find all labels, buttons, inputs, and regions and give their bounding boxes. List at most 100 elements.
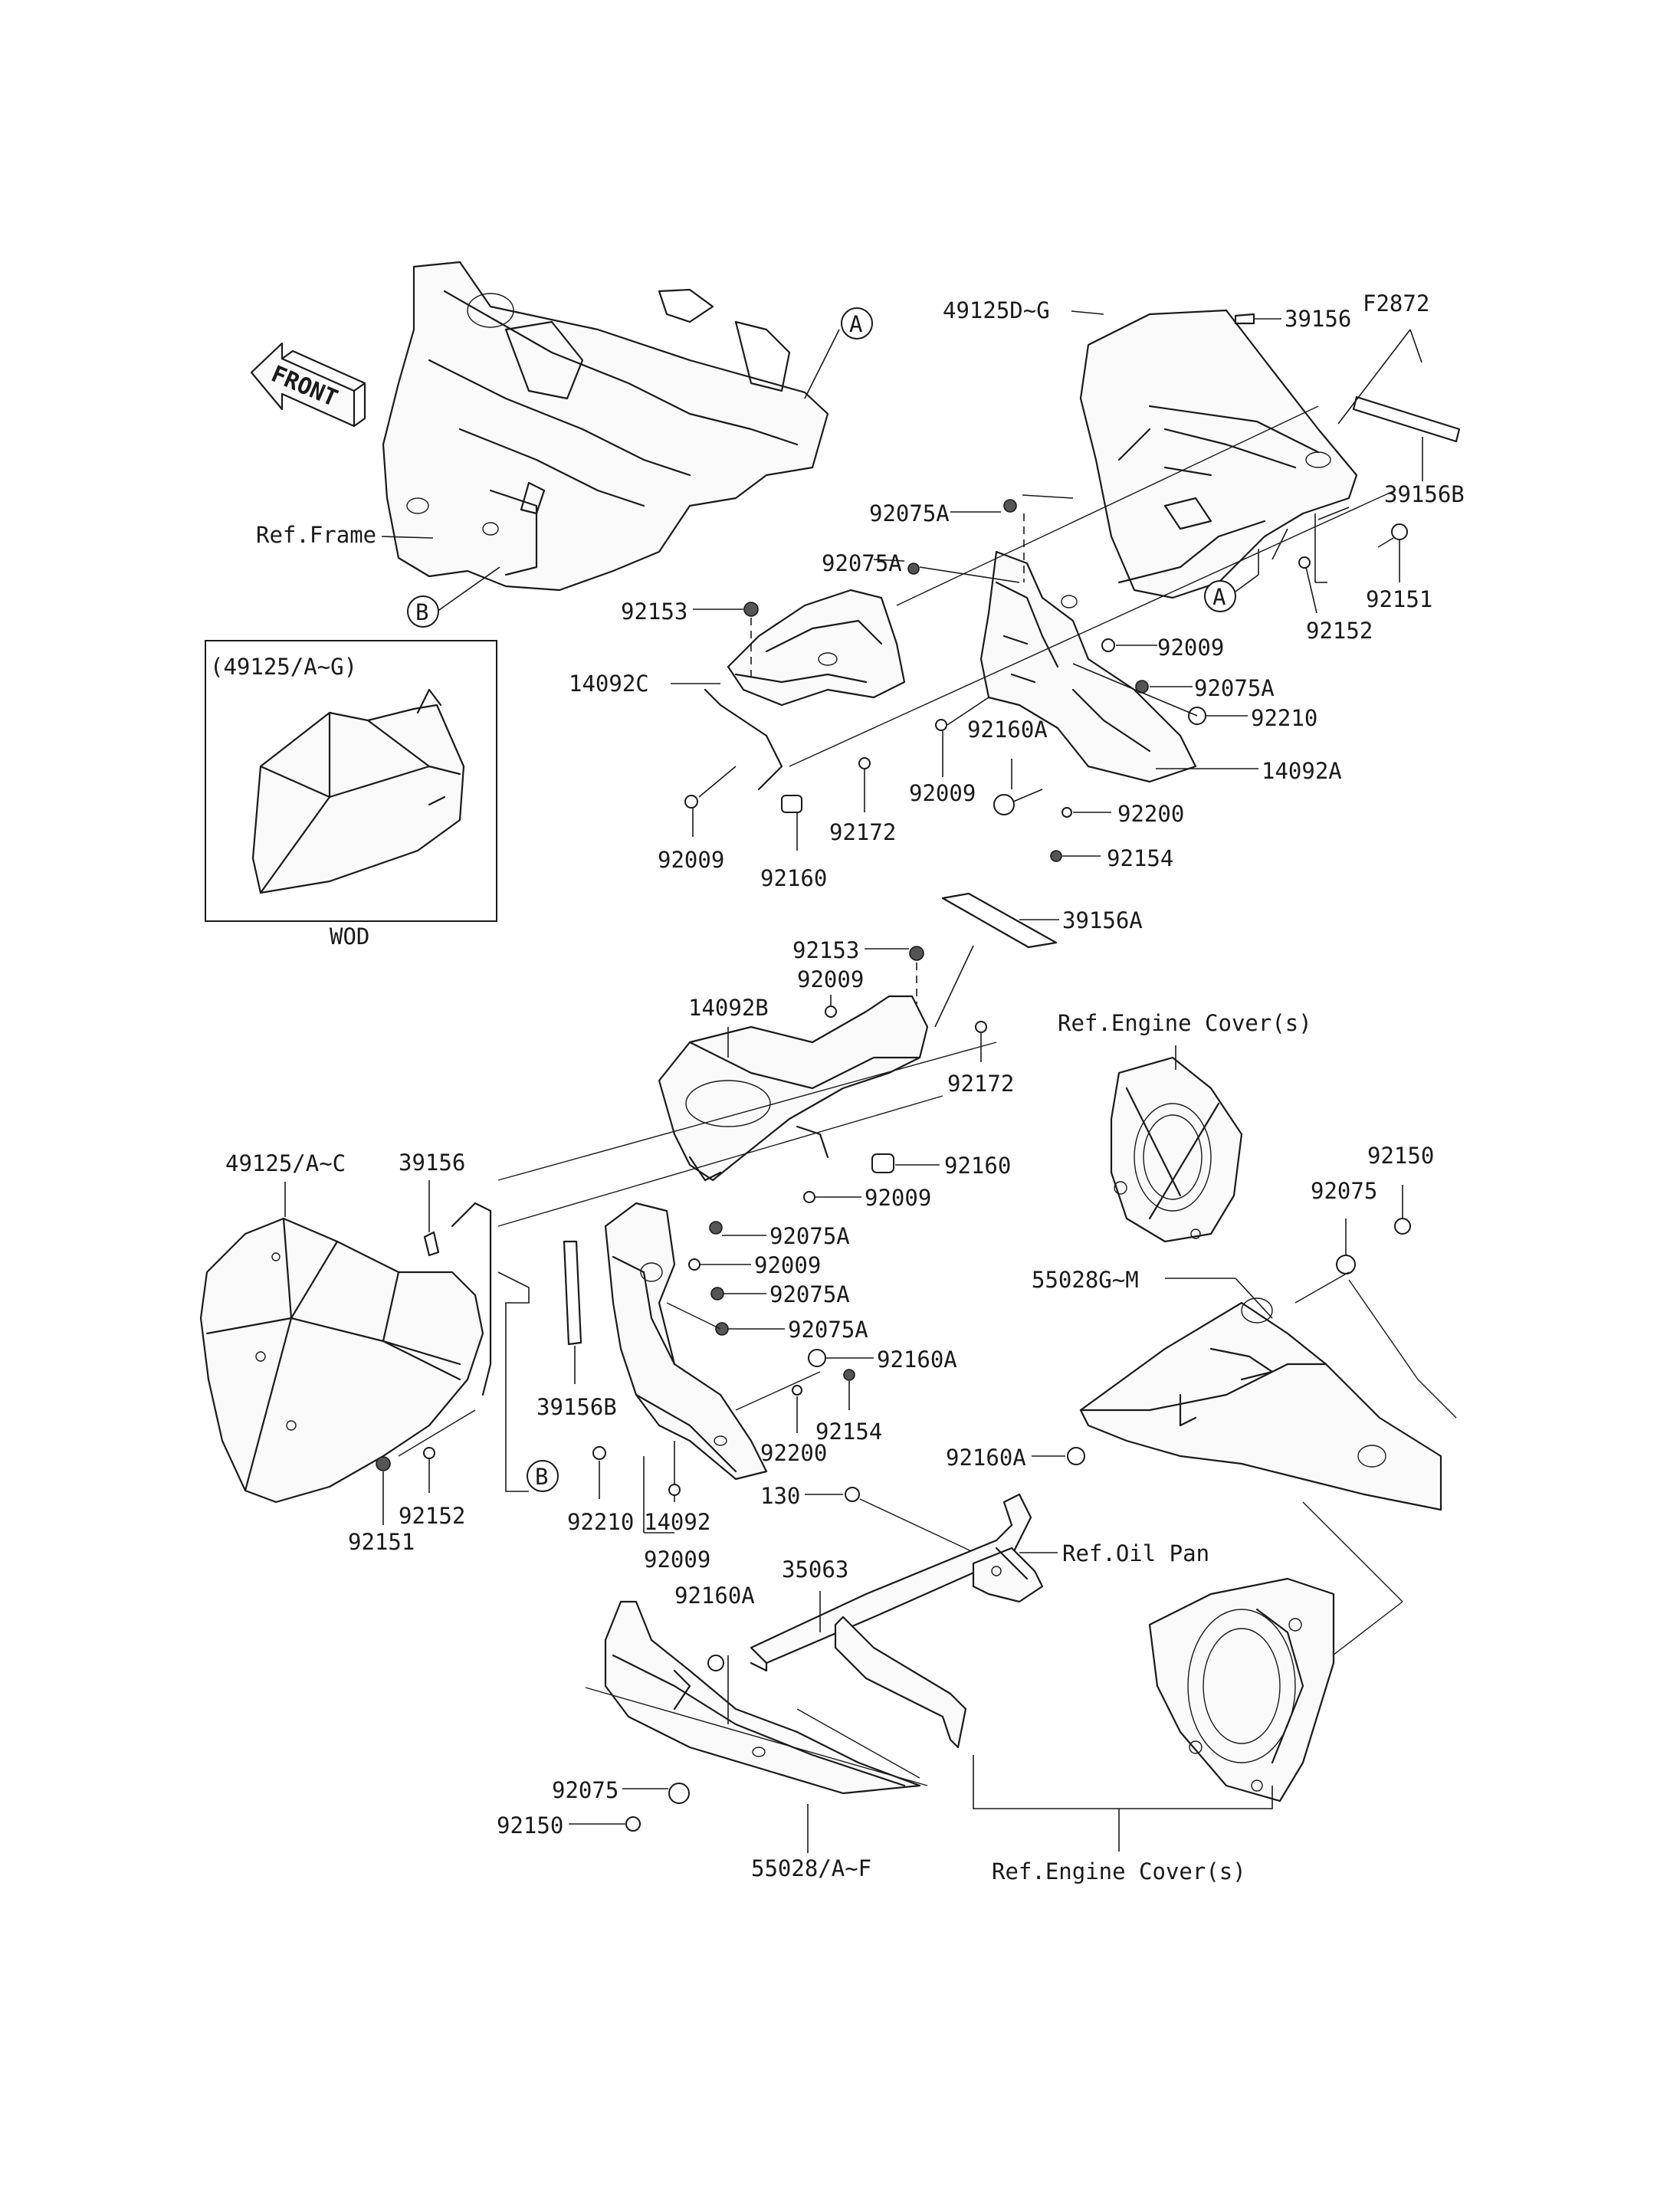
label-92160-mid: 92160: [944, 1153, 1011, 1179]
label-92151-mid: 92151: [348, 1529, 415, 1555]
label-92154-top: 92154: [1107, 845, 1173, 871]
inset-cowl-drawing: [251, 688, 465, 894]
inset-title: (49125/A~G): [210, 654, 357, 680]
label-92153-mid: 92153: [792, 937, 859, 963]
inner-panel-14092-drawing: [604, 1202, 768, 1481]
small-bracket-drawing: [834, 1615, 967, 1749]
washer-92200-mid: [792, 1385, 802, 1396]
label-92075A-6: 92075A: [788, 1317, 868, 1343]
bolt-92009-d: [825, 1005, 837, 1018]
label-92160A-right: 92160A: [946, 1445, 1026, 1471]
label-55028AF: 55028/A~F: [751, 1855, 871, 1881]
label-92075-low: 92075: [552, 1777, 619, 1803]
bolt-92009-c: [684, 795, 698, 809]
label-92009-g: 92009: [644, 1547, 710, 1573]
label-92009-e: 92009: [865, 1185, 931, 1211]
bolt-92151-top: [1391, 523, 1408, 540]
ref-engine-cover-top: Ref.Engine Cover(s): [1058, 1010, 1312, 1036]
grommet-92210-mid: [592, 1446, 606, 1460]
label-14092C: 14092C: [569, 671, 649, 697]
label-92160A-mid: 92160A: [877, 1347, 957, 1373]
grommet-92160A-mid: [808, 1349, 826, 1367]
label-49125DG: 49125D~G: [943, 297, 1050, 323]
label-92075A-5: 92075A: [769, 1281, 850, 1307]
grommet-92160A-top: [993, 794, 1015, 815]
bracket-14092B-drawing: [658, 995, 929, 1182]
marker-a-top-label: A: [849, 311, 862, 337]
label-39156-mid: 39156: [399, 1150, 465, 1176]
label-49125AC: 49125/A~C: [225, 1150, 346, 1176]
label-92210-mid: 92210: [567, 1509, 634, 1535]
ref-oil-pan: Ref.Oil Pan: [1062, 1540, 1209, 1566]
cowl-upper-right-drawing: [1079, 309, 1358, 599]
bolt-92009-e: [803, 1191, 815, 1203]
label-92009-f: 92009: [754, 1252, 821, 1278]
marker-b-mid-label: B: [535, 1464, 548, 1490]
label-92160A-top: 92160A: [967, 717, 1048, 743]
screw-92075A-5: [710, 1287, 724, 1301]
inset-caption: WOD: [330, 923, 369, 950]
label-92150-right: 92150: [1367, 1143, 1434, 1169]
label-39156-top: 39156: [1285, 306, 1351, 332]
strip-39156B-top: [1352, 395, 1461, 443]
screw-92075A-6: [715, 1322, 729, 1336]
nut-92154-top: [1050, 850, 1062, 862]
label-92075A-2: 92075A: [822, 550, 902, 576]
label-14092: 14092: [644, 1509, 710, 1535]
label-92172-mid: 92172: [947, 1071, 1014, 1097]
label-92160-top: 92160: [760, 865, 827, 891]
screw-92075A-4: [709, 1221, 723, 1235]
label-39156B-mid: 39156B: [536, 1394, 617, 1420]
grommet-92160-top: [781, 795, 802, 813]
engine-cover-bottom-drawing: [1148, 1577, 1335, 1802]
bolt-92009-a: [1101, 638, 1115, 652]
lower-cowl-right-drawing: [1079, 1297, 1442, 1511]
tag-39156-mid: [423, 1231, 440, 1257]
marker-a-top: [841, 307, 873, 339]
label-92075A-4: 92075A: [769, 1223, 850, 1249]
engine-cover-top-drawing: [1110, 1056, 1243, 1243]
label-92151-top: 92151: [1366, 586, 1432, 612]
washer-92200-top: [1061, 807, 1072, 818]
ref-frame-label: Ref.Frame: [256, 522, 376, 548]
label-92153-top: 92153: [621, 599, 687, 625]
bolt-92150-right: [1394, 1218, 1411, 1235]
grommet-92160-mid: [871, 1153, 894, 1173]
marker-a-right-label: A: [1212, 584, 1226, 610]
marker-b-top-label: B: [415, 599, 428, 625]
label-130: 130: [760, 1483, 800, 1509]
bracket-14092C-drawing: [704, 589, 906, 791]
lower-cowl-left-drawing: [604, 1600, 921, 1795]
label-92075-right: 92075: [1311, 1178, 1377, 1204]
bolt-92172-top: [858, 757, 871, 769]
screw-92153-top: [743, 602, 759, 617]
screw-92075A-1: [1003, 499, 1017, 513]
bolt-92009-g: [668, 1484, 681, 1496]
bolt-92009-b: [935, 719, 947, 731]
bolt-92150-low: [625, 1816, 641, 1832]
label-92200-mid: 92200: [760, 1440, 827, 1466]
label-92009-c: 92009: [658, 847, 724, 873]
screw-92075A-2: [907, 563, 920, 575]
inset-box: [205, 640, 497, 922]
label-92150-low: 92150: [497, 1812, 563, 1839]
grommet-92160A-right: [1067, 1447, 1085, 1465]
inner-panel-14092A-drawing: [979, 550, 1197, 783]
marker-b-mid: [527, 1460, 559, 1492]
bolt-92151-mid: [376, 1456, 391, 1471]
label-14092A: 14092A: [1262, 758, 1342, 784]
label-92075A-3: 92075A: [1194, 675, 1275, 701]
label-92154-mid: 92154: [815, 1419, 882, 1445]
marker-b-top: [407, 595, 439, 628]
grommet-92075-low: [668, 1783, 690, 1804]
front-arrow-icon: FRONT: [250, 342, 366, 428]
label-92160A-low: 92160A: [674, 1583, 755, 1609]
label-92075A-1: 92075A: [869, 500, 950, 526]
label-39156A: 39156A: [1062, 907, 1143, 933]
marker-a-right: [1204, 580, 1236, 612]
screw-92153-mid: [909, 946, 924, 961]
nut-92154-mid: [843, 1369, 855, 1381]
label-35063: 35063: [782, 1556, 848, 1583]
label-92009-b: 92009: [909, 780, 976, 806]
